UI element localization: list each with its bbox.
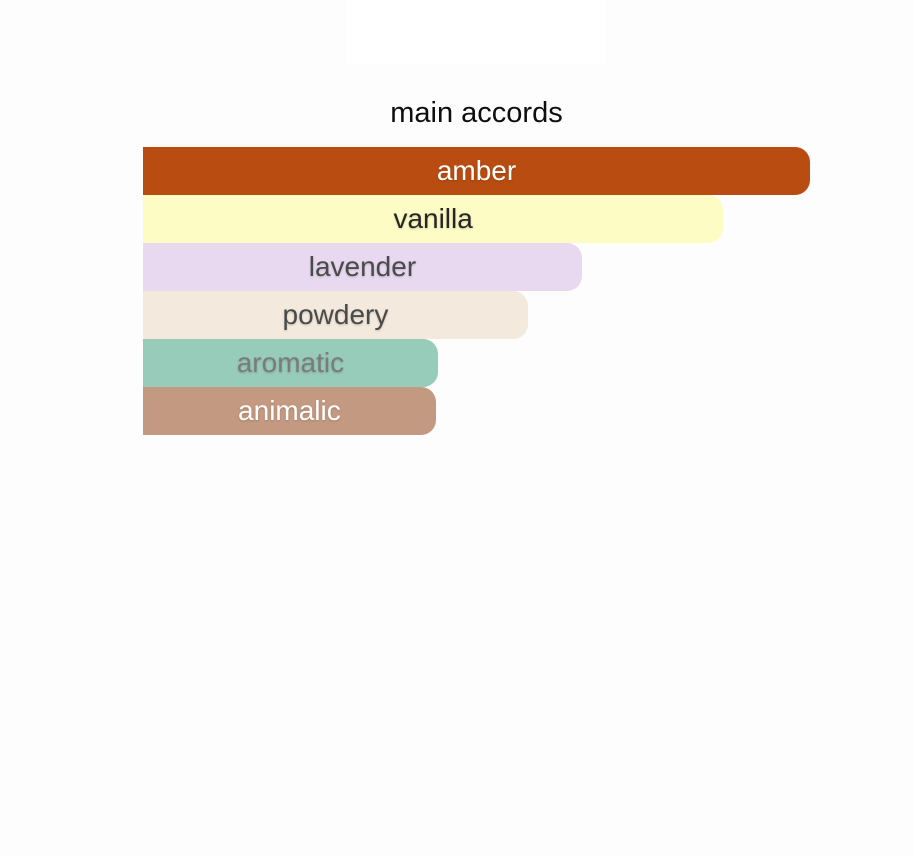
accord-label: aromatic [236, 347, 345, 378]
accord-bar-powdery: powdery [143, 291, 528, 339]
accord-label: lavender [308, 251, 417, 282]
accord-bar-vanilla: vanilla [143, 195, 724, 243]
top-card [347, 0, 605, 64]
accord-label: animalic [238, 395, 341, 426]
accord-bar-amber: amber [143, 147, 810, 195]
accord-bar-aromatic: aromatic [143, 339, 438, 387]
accord-bar-animalic: animalic [143, 387, 436, 435]
accord-label: powdery [282, 299, 389, 330]
accord-bar-lavender: lavender [143, 243, 582, 291]
accord-bars: amber vanilla lavender powdery aromatic anima… [143, 147, 810, 435]
chart-title: main accords [390, 97, 563, 129]
accord-label: amber [436, 155, 517, 186]
accord-label: vanilla [393, 203, 473, 234]
main-accords-chart: main accords amber vanilla lavender powdery… [143, 96, 810, 435]
